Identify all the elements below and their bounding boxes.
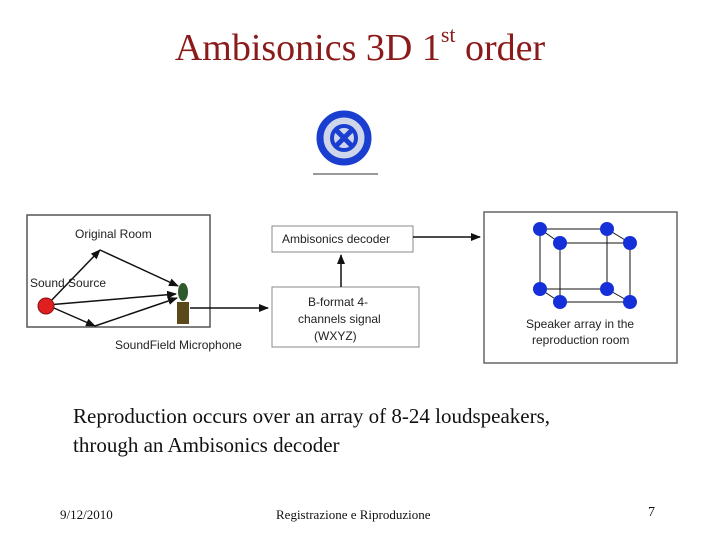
room-reflection-arrows bbox=[46, 249, 179, 327]
title-superscript: st bbox=[440, 22, 456, 47]
speaker-array bbox=[533, 222, 637, 309]
microphone-label: SoundField Microphone bbox=[115, 338, 242, 352]
caption-line1: Reproduction occurs over an array of 8-2… bbox=[73, 404, 551, 428]
speaker-dot bbox=[600, 222, 614, 236]
caption: Reproduction occurs over an array of 8-2… bbox=[73, 402, 693, 460]
slide-title: Ambisonics 3D 1st order bbox=[0, 22, 720, 70]
speaker-dot bbox=[623, 236, 637, 250]
speaker-dot bbox=[623, 295, 637, 309]
sound-source-dot bbox=[37, 297, 55, 315]
soundfield-microphone-icon bbox=[177, 283, 189, 324]
reproduction-room-box bbox=[483, 211, 678, 364]
bformat-box bbox=[271, 286, 420, 348]
speaker-label-line1: Speaker array in the bbox=[526, 317, 634, 331]
footer-center: Registrazione e Riproduzione bbox=[276, 507, 431, 522]
title-end: order bbox=[455, 27, 546, 69]
footer-date: 9/12/2010 bbox=[60, 507, 113, 522]
speaker-dot bbox=[533, 222, 547, 236]
slide-number: 7 bbox=[648, 505, 655, 520]
decoder-box bbox=[271, 225, 414, 253]
original-room-label: Original Room bbox=[75, 227, 152, 241]
decoder-label: Ambisonics decoder bbox=[282, 232, 390, 246]
speaker-dot bbox=[600, 282, 614, 296]
speaker-dot bbox=[553, 236, 567, 250]
caption-line2: through an Ambisonics decoder bbox=[73, 433, 340, 457]
speaker-dot bbox=[533, 282, 547, 296]
speaker-label-line2: reproduction room bbox=[532, 333, 629, 347]
ambisonics-logo-icon bbox=[313, 110, 378, 175]
bformat-line2: channels signal bbox=[298, 312, 381, 326]
speaker-dot bbox=[553, 295, 567, 309]
title-main: Ambisonics 3D 1 bbox=[174, 27, 441, 69]
bformat-line3: (WXYZ) bbox=[314, 329, 357, 343]
bformat-line1: B-format 4- bbox=[308, 295, 368, 309]
